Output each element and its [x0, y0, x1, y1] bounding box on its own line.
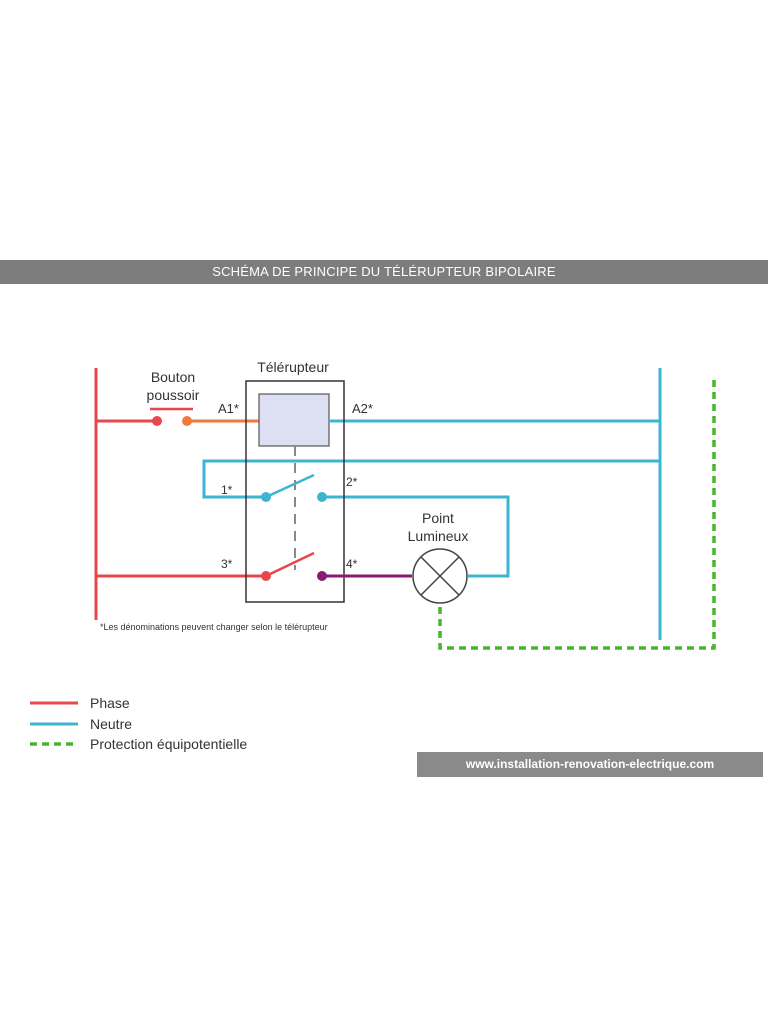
contact-3-4-blade: [265, 551, 315, 578]
telerupteur-coil: [258, 393, 330, 447]
terminal-1-label: 1*: [221, 483, 233, 497]
push-button-contact-left: [152, 416, 162, 426]
push-button-label-line1: Bouton: [151, 369, 195, 385]
terminal-2-to-lamp-wire: [322, 495, 510, 578]
terminology-note: *Les dénominations peuvent changer selon…: [100, 622, 328, 632]
legend-label-neutre: Neutre: [90, 716, 132, 732]
push-button-label-line2: poussoir: [147, 387, 200, 403]
terminal-a1-label: A1*: [218, 401, 239, 416]
terminal-1: [261, 492, 271, 502]
terminal-2-label: 2*: [346, 475, 358, 489]
legend-label-protection: Protection équipotentielle: [90, 736, 247, 752]
telerupteur-box: [245, 380, 345, 603]
lamp-label-line1: Point: [422, 510, 454, 526]
legend: Phase Neutre Protection équipotentielle: [30, 695, 247, 752]
source-url: www.installation-renovation-electrique.c…: [417, 752, 763, 777]
terminal-3-label: 3*: [221, 557, 233, 571]
terminal-3: [261, 571, 271, 581]
lamp-cross-b: [420, 556, 460, 596]
terminal-2: [317, 492, 327, 502]
diagram-title: SCHÉMA DE PRINCIPE DU TÉLÉRUPTEUR BIPOLA…: [0, 260, 768, 284]
telerupteur-label: Télérupteur: [257, 359, 329, 375]
earth-protection-wire: [438, 380, 716, 650]
contact-1-2-blade: [265, 473, 315, 499]
terminal-4-label: 4*: [346, 557, 358, 571]
terminal-a2-label: A2*: [352, 401, 373, 416]
legend-label-phase: Phase: [90, 695, 130, 711]
neutral-to-terminal-1-wire: [202, 459, 660, 499]
lamp-label-line2: Lumineux: [408, 528, 469, 544]
